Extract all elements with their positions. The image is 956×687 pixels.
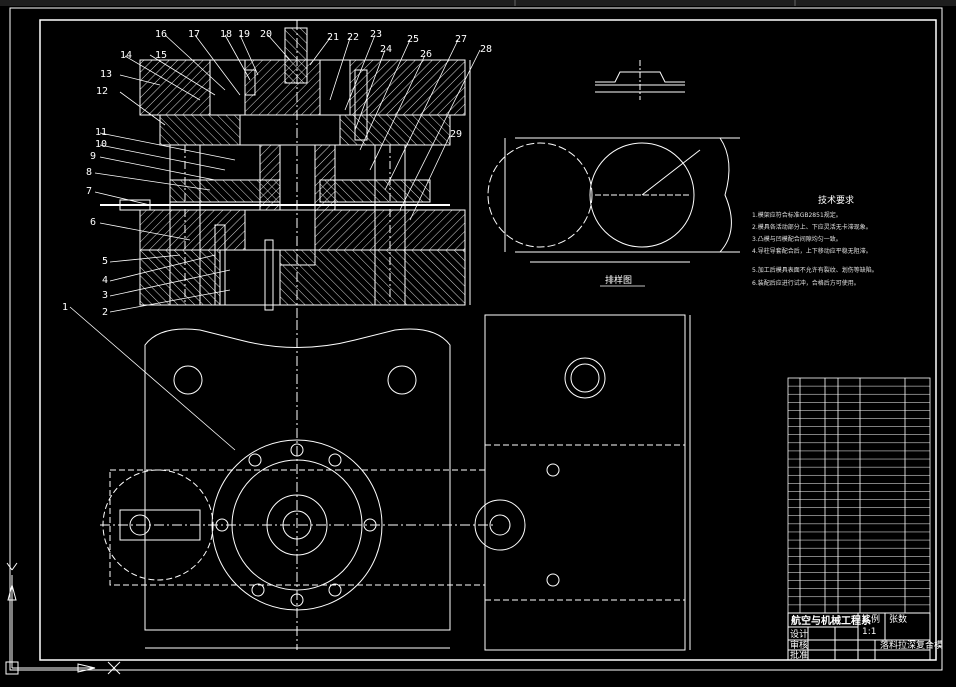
- drawn-by-label: 设计: [790, 628, 808, 640]
- part-label-29: 29: [450, 129, 462, 140]
- scale-value: 1:1: [862, 627, 876, 637]
- part-label-1: 1: [62, 302, 68, 313]
- drawing-name: 落料拉深复合模: [880, 639, 943, 651]
- sheet-inner-frame: [39, 19, 937, 661]
- bom-rows: [788, 385, 930, 606]
- part-label-13: 13: [100, 69, 112, 80]
- sheet-outer-border: [9, 7, 943, 671]
- part-label-20: 20: [260, 29, 272, 40]
- window-top-strip: [0, 0, 956, 6]
- part-profile-view[interactable]: [595, 60, 685, 100]
- part-label-14: 14: [120, 50, 132, 61]
- part-label-26: 26: [420, 49, 432, 60]
- part-label-19: 19: [238, 29, 250, 40]
- tech-note-5: 5.加工后模具表面不允许有裂纹、划伤等缺陷。: [752, 266, 878, 274]
- bom-table[interactable]: [787, 377, 931, 614]
- checked-label: 审核: [790, 639, 808, 651]
- school-name: 航空与机械工程系: [791, 614, 871, 627]
- part-label-21: 21: [327, 32, 339, 43]
- part-label-6: 6: [90, 217, 96, 228]
- strip-layout-view[interactable]: [487, 137, 740, 263]
- front-section-view[interactable]: [100, 20, 471, 320]
- tech-note-3: 3.凸模与凹模配合间隙均匀一致。: [752, 235, 842, 243]
- part-label-4: 4: [102, 275, 108, 286]
- part-label-9: 9: [90, 151, 96, 162]
- part-labels: 1 2 3 4 5 6 7 8 9 10 11 12 13 14 15 16 1…: [62, 29, 492, 318]
- tech-note-4: 4.导柱导套配合后，上下移动应平稳无阻滞。: [752, 247, 872, 255]
- title-block[interactable]: [787, 612, 931, 661]
- part-label-11: 11: [95, 127, 107, 138]
- tech-note-6: 6.装配后应进行试冲，合格后方可使用。: [752, 279, 860, 287]
- strip-layout-title: 排样图: [605, 274, 632, 286]
- part-label-15: 15: [155, 50, 167, 61]
- part-label-18: 18: [220, 29, 232, 40]
- part-label-23: 23: [370, 29, 382, 40]
- tech-notes-title: 技术要求: [818, 194, 854, 206]
- ucs-axis-icon: [5, 562, 121, 675]
- part-leaders: [69, 34, 481, 451]
- part-label-25: 25: [407, 34, 419, 45]
- tech-note-1: 1.模架应符合标准GB2851规定。: [752, 211, 842, 219]
- part-label-24: 24: [380, 44, 392, 55]
- part-label-3: 3: [102, 290, 108, 301]
- part-label-22: 22: [347, 32, 359, 43]
- tech-note-2: 2.模具各活动部分上、下应灵活无卡滞现象。: [752, 223, 872, 231]
- side-view[interactable]: [474, 314, 691, 651]
- part-label-8: 8: [86, 167, 92, 178]
- approved-label: 批准: [790, 649, 808, 661]
- part-label-27: 27: [455, 34, 467, 45]
- sheet-label: 张数: [889, 613, 907, 625]
- part-label-16: 16: [155, 29, 167, 40]
- part-label-5: 5: [102, 256, 108, 267]
- part-label-2: 2: [102, 307, 108, 318]
- part-label-7: 7: [86, 186, 92, 197]
- part-label-12: 12: [96, 86, 108, 97]
- scale-label: 比例: [862, 613, 880, 625]
- plan-view[interactable]: [100, 320, 495, 650]
- part-label-10: 10: [95, 139, 107, 150]
- part-label-17: 17: [188, 29, 200, 40]
- technical-notes: 技术要求 1.模架应符合标准GB2851规定。 2.模具各活动部分上、下应灵活无…: [752, 194, 878, 287]
- part-label-28: 28: [480, 44, 492, 55]
